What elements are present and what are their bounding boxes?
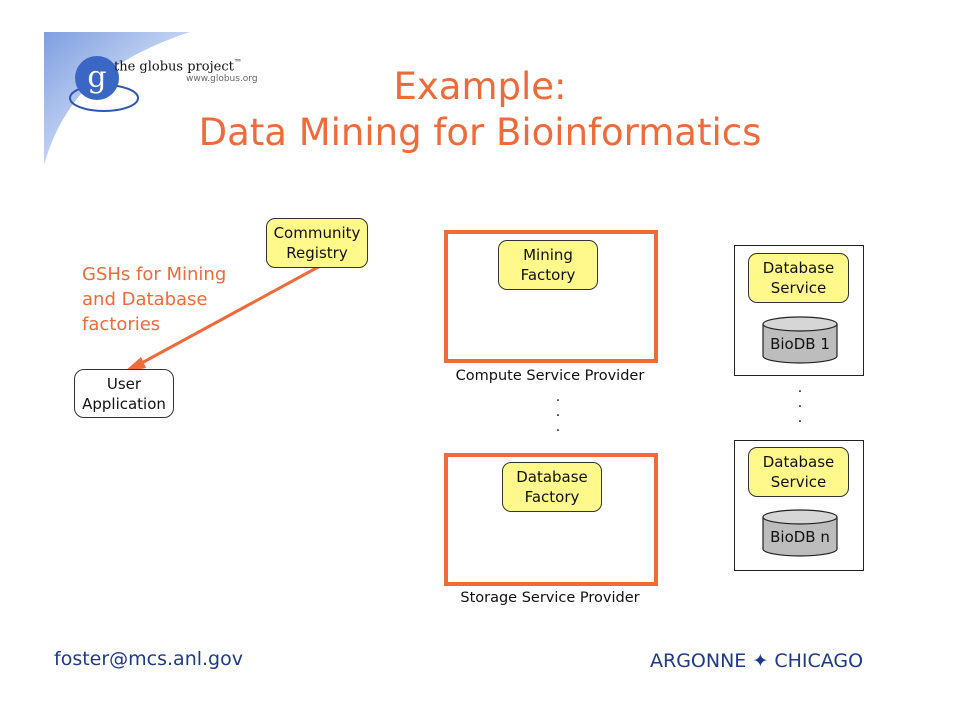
biodb-1-cylinder-icon xyxy=(762,316,838,364)
logo-url: www.globus.org xyxy=(186,74,258,84)
biodb-1-label: BioDB 1 xyxy=(770,335,830,353)
mining-factory-line2: Factory xyxy=(520,266,576,284)
database-factory-line2: Factory xyxy=(524,488,580,506)
footer-org-right: CHICAGO xyxy=(774,650,864,672)
title-line-2: Data Mining for Bioinformatics xyxy=(198,111,762,154)
database-dot-1: . xyxy=(797,380,803,396)
svg-text:g: g xyxy=(87,60,106,95)
community-registry-line2: Registry xyxy=(286,244,348,262)
provider-ellipsis: . . . xyxy=(552,390,564,435)
provider-dot-1: . xyxy=(555,389,561,405)
gsh-label: GSHs for Mining and Database factories xyxy=(82,262,226,337)
footer-org: ARGONNE ✦ CHICAGO xyxy=(650,650,863,672)
user-application-line1: User xyxy=(106,374,142,393)
user-application-line2: Application xyxy=(82,394,166,413)
gsh-label-line2: and Database xyxy=(82,289,208,310)
database-dot-2: . xyxy=(797,395,803,411)
mining-factory-line1: Mining xyxy=(523,246,573,264)
database-service-1-line1: Database xyxy=(762,259,835,277)
logo-trademark: ™ xyxy=(233,58,242,67)
database-service-n-line2: Service xyxy=(770,473,827,491)
gsh-label-line1: GSHs for Mining xyxy=(82,264,227,285)
footer-org-separator-icon: ✦ xyxy=(752,650,769,672)
database-service-1-line2: Service xyxy=(770,279,827,297)
biodb-n-cylinder-icon xyxy=(762,509,838,557)
gsh-label-line3: factories xyxy=(82,314,161,335)
title-line-1: Example: xyxy=(393,65,567,108)
compute-provider-caption: Compute Service Provider xyxy=(455,368,645,384)
user-application-box: User Application xyxy=(74,369,174,418)
mining-factory-box: Mining Factory xyxy=(498,240,598,290)
storage-provider-caption: Storage Service Provider xyxy=(460,590,640,606)
community-registry-line1: Community xyxy=(273,224,361,242)
database-service-n-box: Database Service xyxy=(748,447,849,497)
globe-icon: g xyxy=(69,56,139,112)
footer-email: foster@mcs.anl.gov xyxy=(54,648,243,670)
provider-dot-3: . xyxy=(555,419,561,435)
globus-logo: g the globus project™ www.globus.org xyxy=(68,52,268,112)
database-service-n-line1: Database xyxy=(762,453,835,471)
biodb-n-label: BioDB n xyxy=(770,528,830,546)
logo-name: the globus project xyxy=(114,59,234,75)
community-registry-box: Community Registry xyxy=(266,218,368,268)
database-service-1-box: Database Service xyxy=(748,253,849,303)
database-ellipsis: . . . xyxy=(794,381,806,426)
provider-dot-2: . xyxy=(555,404,561,420)
database-factory-box: Database Factory xyxy=(502,462,602,512)
database-factory-line1: Database xyxy=(516,468,588,486)
database-dot-3: . xyxy=(797,410,803,426)
footer-org-left: ARGONNE xyxy=(650,650,747,672)
